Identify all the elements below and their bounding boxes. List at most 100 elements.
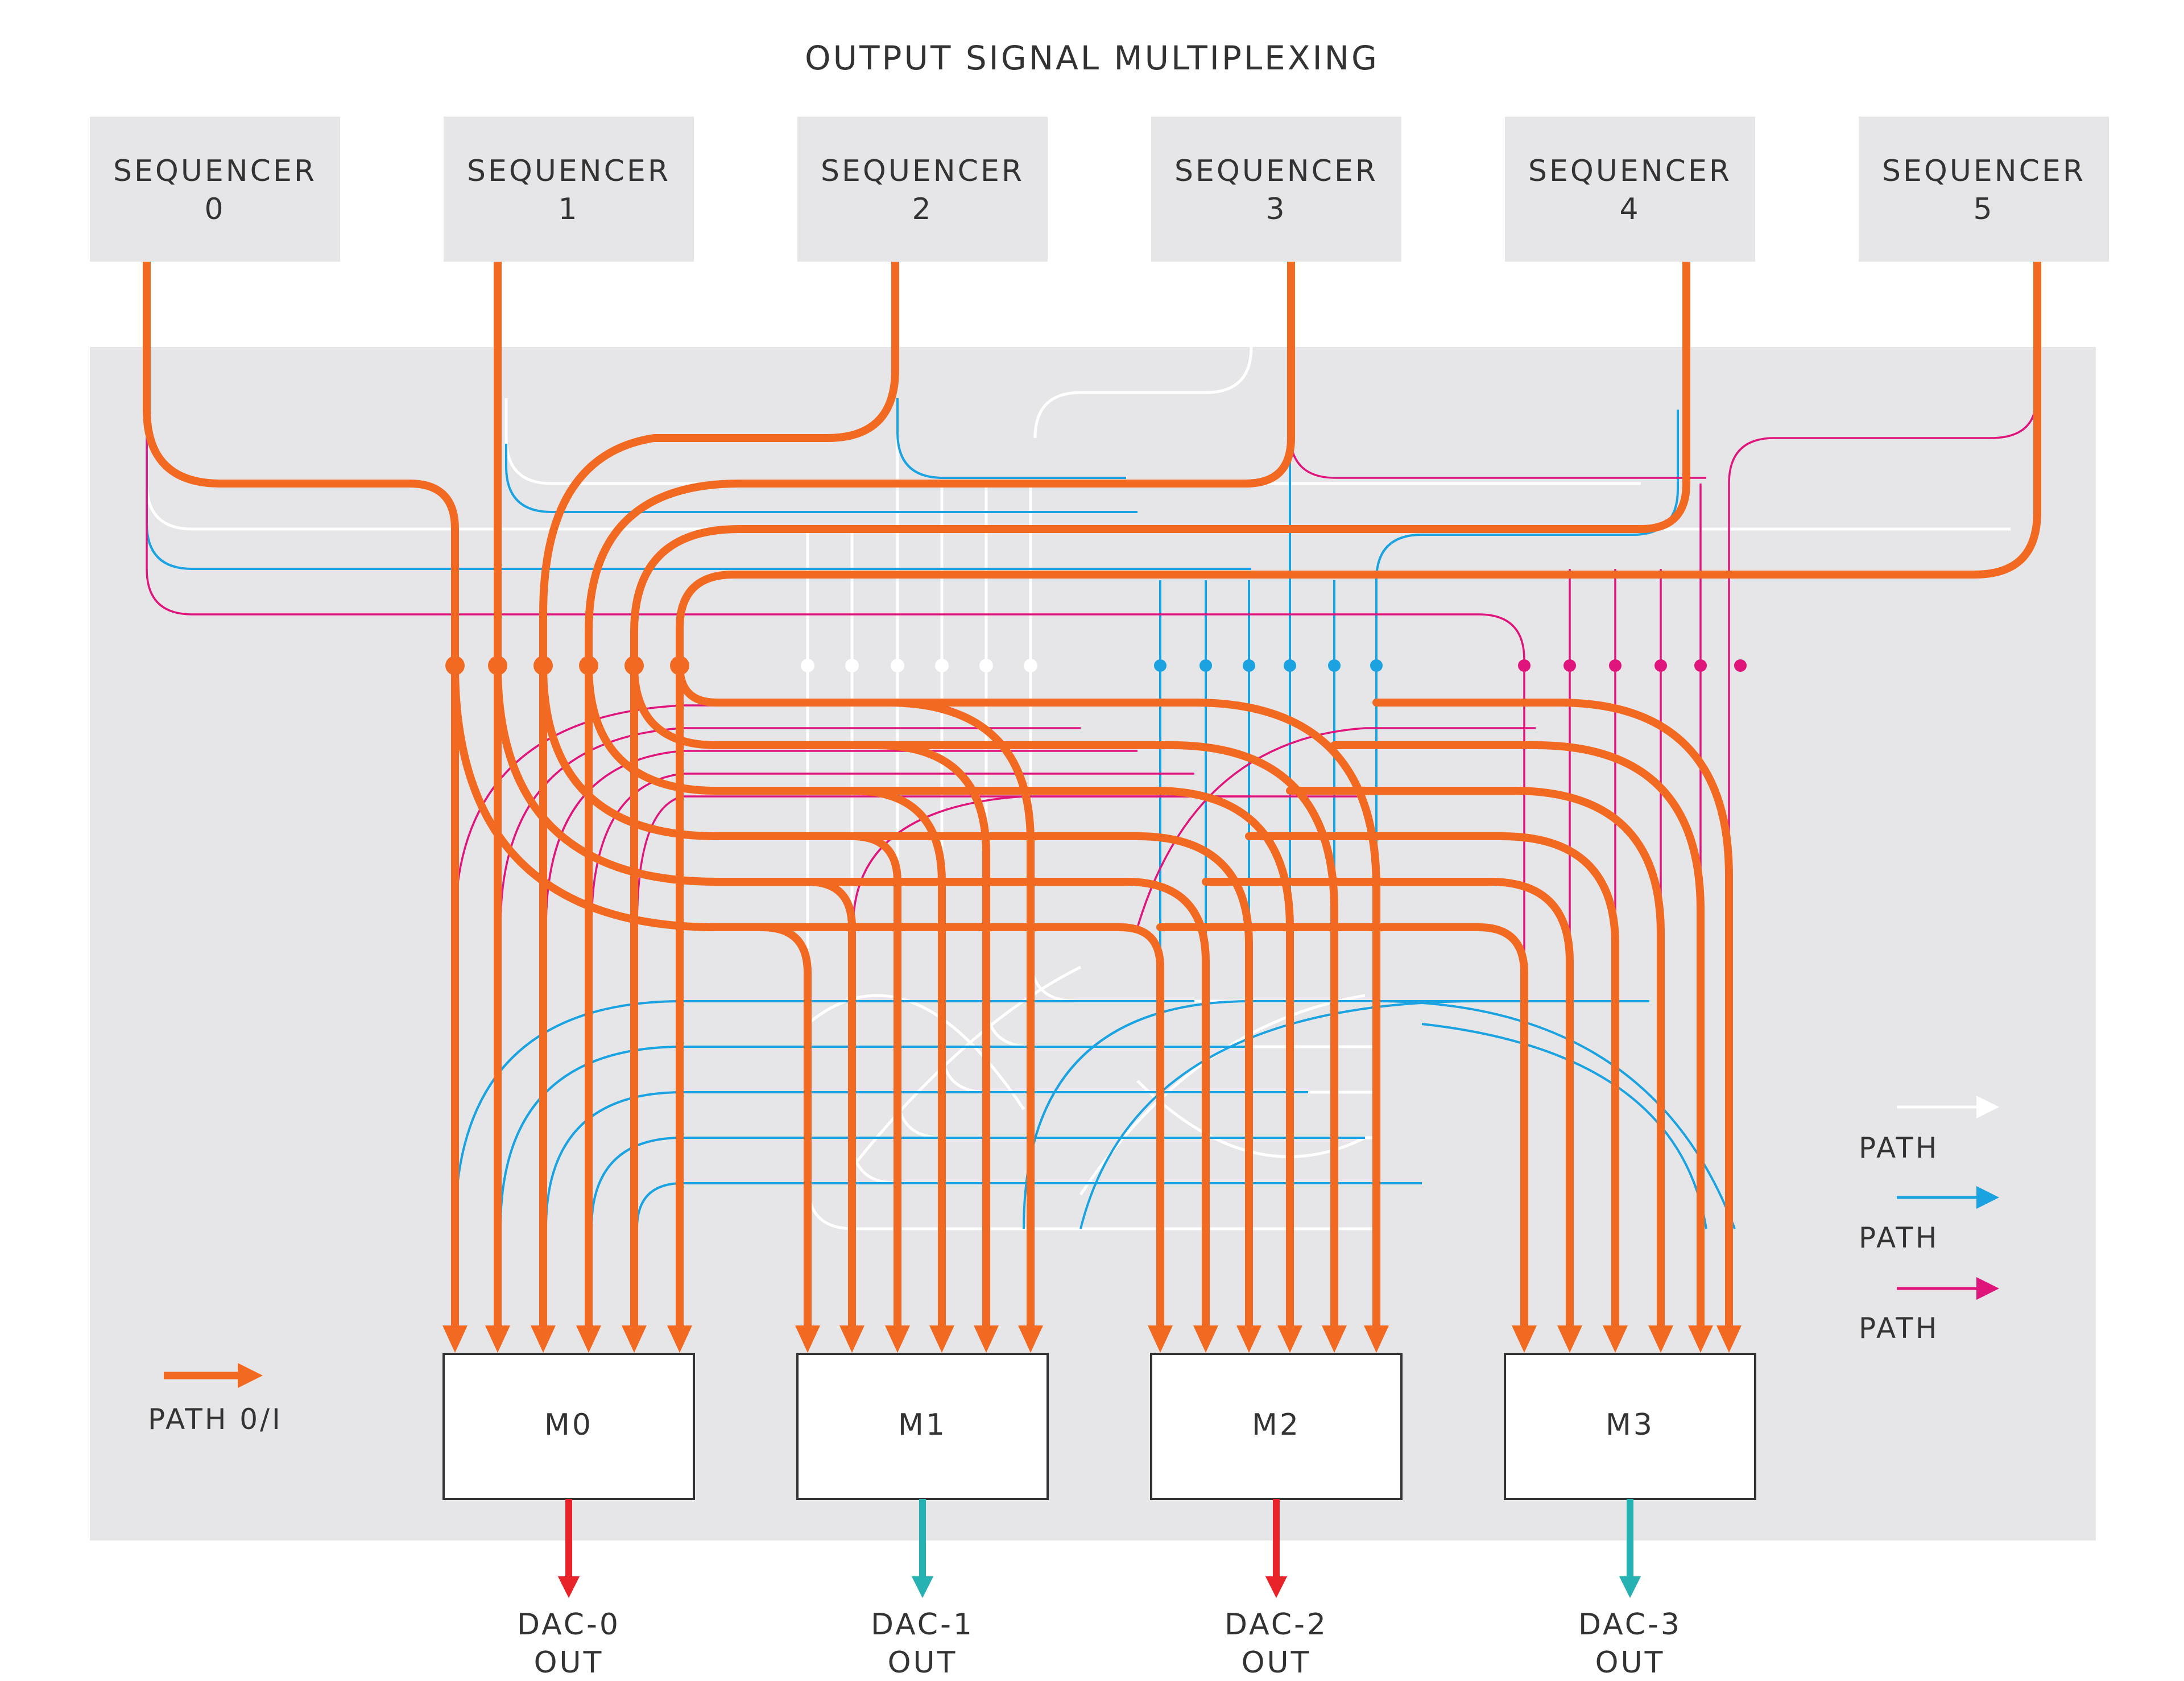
blue-junction-dot — [1328, 659, 1341, 672]
input-arrowhead — [531, 1325, 556, 1353]
input-arrowhead — [795, 1325, 820, 1353]
pink-junction-dot — [1694, 659, 1707, 672]
orange-junction-dot — [445, 656, 465, 675]
sequencer-box — [90, 117, 340, 262]
white-junction-dot — [845, 659, 859, 672]
input-arrowhead — [576, 1325, 601, 1353]
legend-orange-label: PATH 0/I — [148, 1403, 283, 1436]
input-arrowhead — [974, 1325, 999, 1353]
input-arrowhead — [1236, 1325, 1261, 1353]
multiplexer-box — [1150, 1353, 1403, 1500]
input-arrowhead — [1193, 1325, 1218, 1353]
thin-junction-dots — [801, 659, 1747, 672]
sequencer-5: SEQUENCER 5 — [1859, 117, 2109, 262]
input-arrowhead — [839, 1325, 864, 1353]
sequencer-label: SEQUENCER — [1528, 154, 1732, 188]
legend-blue-label: PATH — [1859, 1221, 1939, 1254]
dac-output-label: DAC-3 — [1578, 1608, 1682, 1642]
input-arrowhead — [485, 1325, 510, 1353]
dac-output-label: DAC-2 — [1225, 1608, 1328, 1642]
orange-input-arrows — [442, 1325, 1742, 1353]
legend-blue: PATH — [1859, 1186, 1999, 1254]
multiplexer-label: M0 — [544, 1408, 593, 1442]
input-arrowhead — [1688, 1325, 1713, 1353]
pink-junction-dot — [1563, 659, 1576, 672]
white-junction-dot — [801, 659, 814, 672]
sequencer-1: SEQUENCER 1 — [444, 117, 694, 262]
dac-output-sublabel: OUT — [534, 1646, 604, 1680]
dac-output-label: DAC-1 — [871, 1608, 974, 1642]
sequencer-number: 5 — [1973, 192, 1994, 226]
dac-output-sublabel: OUT — [888, 1646, 958, 1680]
sequencer-box — [1859, 117, 2109, 262]
diagram-title: OUTPUT SIGNAL MULTIPLEXING — [805, 39, 1379, 77]
multiplexer-label: M1 — [898, 1408, 947, 1442]
sequencer-label: SEQUENCER — [113, 154, 317, 188]
input-arrowhead — [1148, 1325, 1173, 1353]
input-arrowhead — [885, 1325, 910, 1353]
sequencer-box — [1505, 117, 1755, 262]
routing-panel — [90, 347, 2096, 1540]
sequencer-number: 0 — [204, 192, 225, 226]
orange-junction-dot — [579, 656, 598, 675]
sequencer-label: SEQUENCER — [821, 154, 1024, 188]
orange-junction-dot — [624, 656, 644, 675]
input-arrowhead — [1018, 1325, 1043, 1353]
input-arrowhead — [1322, 1325, 1347, 1353]
orange-junction-dot — [670, 656, 689, 675]
sequencer-box — [444, 117, 694, 262]
blue-junction-dot — [1199, 659, 1212, 672]
multiplexer-label: M2 — [1252, 1408, 1301, 1442]
pink-junction-dot — [1734, 659, 1747, 672]
input-arrowhead — [1364, 1325, 1389, 1353]
legend: PATH 0/I PATH PATH PATH — [148, 1096, 1999, 1436]
dac-output-sublabel: OUT — [1242, 1646, 1312, 1680]
input-arrowhead — [1557, 1325, 1582, 1353]
multiplexer-box — [1504, 1353, 1756, 1500]
white-junction-dot — [935, 659, 949, 672]
input-arrowhead — [1716, 1325, 1742, 1353]
input-arrowhead — [1277, 1325, 1302, 1353]
pink-junction-dot — [1518, 659, 1531, 672]
white-junction-dot — [1024, 659, 1037, 672]
multiplexer-box — [442, 1353, 695, 1500]
orange-junction-dot — [488, 656, 507, 675]
sequencer-row: SEQUENCER0SEQUENCER1SEQUENCER2SEQUENCER3… — [90, 117, 2109, 262]
input-arrowhead — [929, 1325, 954, 1353]
blue-junction-dot — [1154, 659, 1167, 672]
input-arrowhead — [667, 1325, 692, 1353]
legend-pink-label: PATH — [1859, 1312, 1939, 1345]
blue-junction-dot — [1284, 659, 1296, 672]
legend-pink: PATH — [1859, 1277, 1999, 1345]
input-arrowhead — [1648, 1325, 1673, 1353]
orange-signal-routes — [143, 258, 2041, 1347]
multiplexer-label: M3 — [1606, 1408, 1654, 1442]
input-arrowhead — [1603, 1325, 1628, 1353]
pink-junction-dot — [1609, 659, 1622, 672]
sequencer-number: 3 — [1265, 192, 1287, 226]
dac-output-label: DAC-0 — [517, 1608, 621, 1642]
blue-junction-dot — [1370, 659, 1383, 672]
input-arrowhead — [442, 1325, 468, 1353]
white-junction-dot — [979, 659, 993, 672]
blue-junction-dot — [1243, 659, 1255, 672]
orange-junction-dot — [533, 656, 553, 675]
sequencer-label: SEQUENCER — [1882, 154, 2086, 188]
sequencer-label: SEQUENCER — [467, 154, 671, 188]
pink-junction-dot — [1654, 659, 1667, 672]
multiplexer-box — [796, 1353, 1049, 1500]
sequencer-0: SEQUENCER 0 — [90, 117, 340, 262]
orange-junction-dots — [445, 656, 689, 675]
sequencer-box — [797, 117, 1048, 262]
legend-orange: PATH 0/I — [148, 1362, 283, 1436]
sequencer-number: 1 — [558, 192, 579, 226]
input-arrowhead — [1512, 1325, 1537, 1353]
